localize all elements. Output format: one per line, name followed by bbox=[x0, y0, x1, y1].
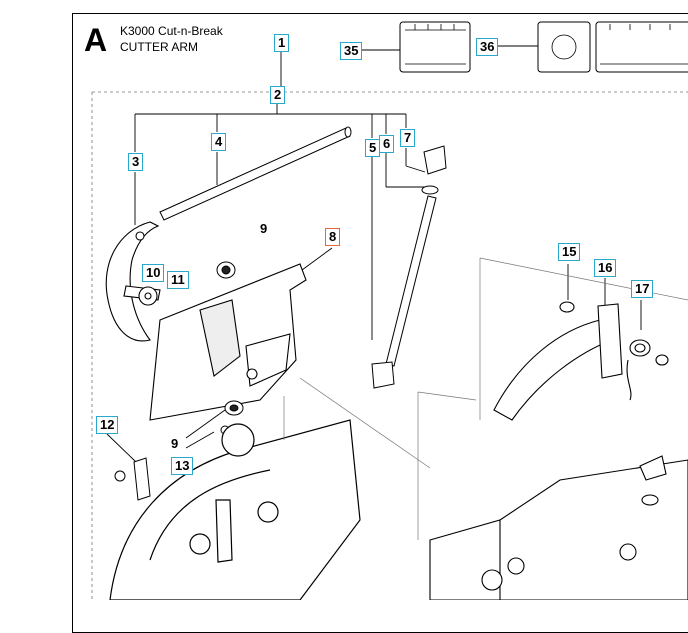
callout-3[interactable]: 3 bbox=[128, 153, 144, 171]
callout-5[interactable]: 5 bbox=[365, 139, 381, 157]
callout-16[interactable]: 16 bbox=[594, 259, 617, 277]
exploded-view-drawing bbox=[91, 21, 688, 600]
callout-2[interactable]: 2 bbox=[270, 86, 286, 104]
model-title: K3000 Cut-n-Break bbox=[120, 24, 223, 38]
callout-11[interactable]: 11 bbox=[167, 271, 189, 289]
callout-36[interactable]: 36 bbox=[476, 38, 499, 56]
callout-8[interactable]: 8 bbox=[325, 228, 341, 246]
callout-13[interactable]: 13 bbox=[171, 457, 194, 475]
callout-4[interactable]: 4 bbox=[211, 133, 227, 151]
callout-35[interactable]: 35 bbox=[340, 42, 363, 60]
parts-diagram: A K3000 Cut-n-Break CUTTER ARM bbox=[72, 13, 688, 633]
assembly-title: CUTTER ARM bbox=[120, 40, 198, 54]
callout-12[interactable]: 12 bbox=[96, 416, 119, 434]
callout-9-bottom[interactable]: 9 bbox=[171, 436, 179, 451]
section-letter: A bbox=[84, 22, 108, 58]
callout-6[interactable]: 6 bbox=[379, 135, 395, 153]
callout-17[interactable]: 17 bbox=[631, 280, 654, 298]
callout-9-top[interactable]: 9 bbox=[260, 221, 268, 236]
callout-15[interactable]: 15 bbox=[558, 243, 581, 261]
callout-1[interactable]: 1 bbox=[274, 34, 290, 52]
callout-10[interactable]: 10 bbox=[142, 264, 165, 282]
callout-7[interactable]: 7 bbox=[400, 129, 416, 147]
